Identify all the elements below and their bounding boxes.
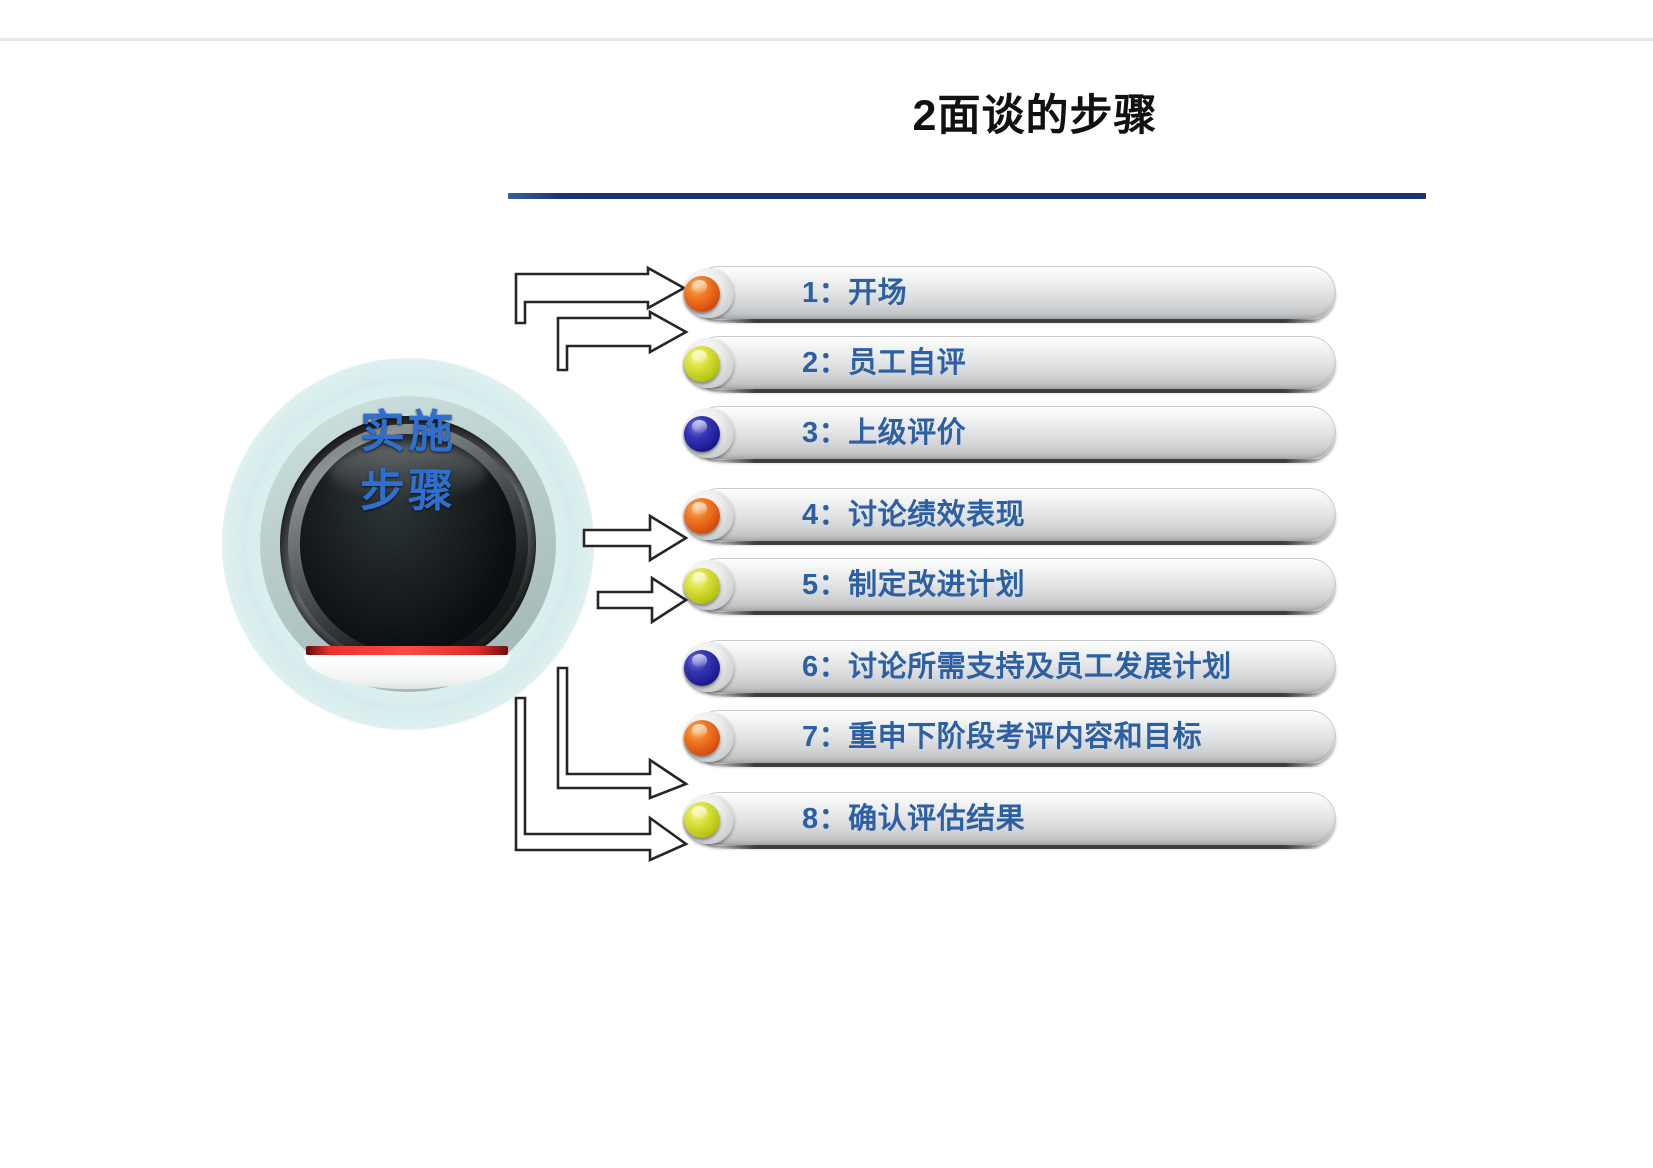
step-bullet-yellow xyxy=(684,346,720,382)
step-bullet-orange xyxy=(684,498,720,534)
step-text: 5：制定改进计划 xyxy=(802,558,1025,612)
step-bar[interactable] xyxy=(692,336,1336,393)
step-bar[interactable] xyxy=(692,488,1336,545)
steps-list: 1：开场 2：员工自评 3：上级评价 4：讨论绩效表现 xyxy=(676,262,1336,858)
list-item[interactable]: 1：开场 xyxy=(676,262,1336,324)
step-label: 讨论绩效表现 xyxy=(848,499,1026,531)
step-bar-cap xyxy=(684,712,734,762)
arrow-to-step-7 xyxy=(556,666,689,800)
step-bar-cap xyxy=(684,794,734,844)
step-number: 1： xyxy=(802,277,849,309)
step-label: 员工自评 xyxy=(848,347,967,379)
step-number: 5： xyxy=(802,569,849,601)
arrow-to-step-4 xyxy=(582,513,689,563)
list-item[interactable]: 4：讨论绩效表现 xyxy=(676,484,1336,546)
step-number: 4： xyxy=(802,499,849,531)
step-label: 确认评估结果 xyxy=(848,803,1026,835)
hub-label-line2: 步骤 xyxy=(359,465,456,517)
step-bullet-yellow xyxy=(684,802,720,838)
step-bar-cap xyxy=(684,642,734,692)
page-title: 2面谈的步骤 xyxy=(912,92,1158,140)
step-label: 开场 xyxy=(848,277,908,309)
step-bullet-orange xyxy=(684,276,720,312)
list-item[interactable]: 2：员工自评 xyxy=(676,332,1336,394)
arrow-to-step-5 xyxy=(596,575,689,625)
sphere-highlight xyxy=(330,442,486,500)
step-bar[interactable] xyxy=(692,266,1336,323)
step-bar-cap xyxy=(684,408,734,458)
step-text: 7：重申下阶段考评内容和目标 xyxy=(802,710,1202,764)
step-bar-cap xyxy=(684,268,734,318)
step-number: 2： xyxy=(802,347,849,379)
step-bullet-yellow xyxy=(684,568,720,604)
list-item[interactable]: 3：上级评价 xyxy=(676,402,1336,464)
hub-sphere: 实施 步骤 xyxy=(222,358,594,730)
step-bar[interactable] xyxy=(692,558,1336,615)
list-item[interactable]: 8：确认评估结果 xyxy=(676,788,1336,850)
hub-label: 实施 步骤 xyxy=(222,402,594,521)
step-bullet-blue xyxy=(684,650,720,686)
step-bar-cap xyxy=(684,560,734,610)
arrow-to-step-8 xyxy=(514,696,689,863)
step-bullet-blue xyxy=(684,416,720,452)
hub-label-line1: 实施 xyxy=(359,406,456,457)
step-text: 6：讨论所需支持及员工发展计划 xyxy=(802,640,1232,694)
step-text: 4：讨论绩效表现 xyxy=(802,488,1025,542)
step-text: 8：确认评估结果 xyxy=(802,792,1025,846)
sphere-red-accent-line xyxy=(306,646,508,655)
step-number: 7： xyxy=(802,721,849,753)
list-item[interactable]: 5：制定改进计划 xyxy=(676,554,1336,616)
step-bar-cap xyxy=(684,338,734,388)
step-text: 2：员工自评 xyxy=(802,336,966,390)
step-bar[interactable] xyxy=(692,792,1336,849)
step-number: 6： xyxy=(802,651,849,683)
list-item[interactable]: 7：重申下阶段考评内容和目标 xyxy=(676,706,1336,768)
step-bar[interactable] xyxy=(692,710,1336,767)
step-text: 1：开场 xyxy=(802,266,907,320)
step-number: 3： xyxy=(802,417,849,449)
step-label: 重申下阶段考评内容和目标 xyxy=(848,721,1203,753)
top-divider-rule xyxy=(0,38,1653,41)
arrow-to-step-1 xyxy=(514,265,687,325)
arrow-to-step-2 xyxy=(556,309,689,372)
step-number: 8： xyxy=(802,803,849,835)
step-label: 上级评价 xyxy=(848,417,967,449)
step-label: 制定改进计划 xyxy=(848,569,1026,601)
sphere-face xyxy=(300,434,516,654)
step-bar-cap xyxy=(684,490,734,540)
title-underline xyxy=(508,193,1426,199)
list-item[interactable]: 6：讨论所需支持及员工发展计划 xyxy=(676,636,1336,698)
step-bullet-orange xyxy=(684,720,720,756)
step-label: 讨论所需支持及员工发展计划 xyxy=(848,651,1232,683)
step-bar[interactable] xyxy=(692,406,1336,463)
step-text: 3：上级评价 xyxy=(802,406,966,460)
